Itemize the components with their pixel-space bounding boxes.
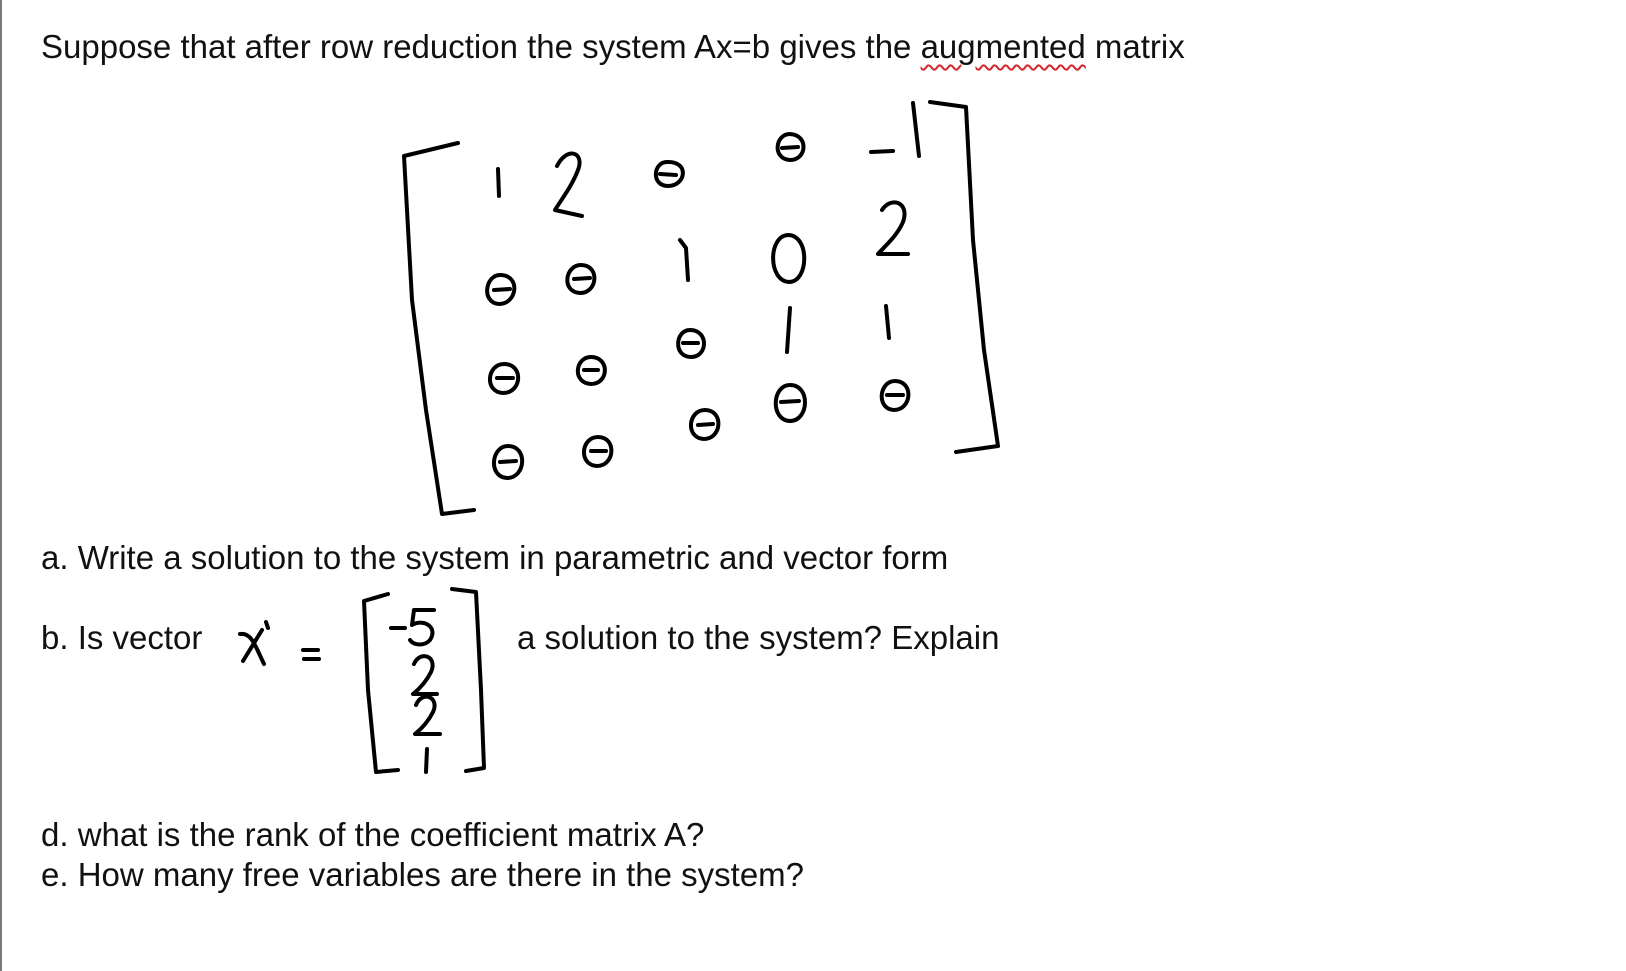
matrix-entry [879,379,911,412]
equals-sign [301,648,321,661]
matrix-entry [678,238,690,282]
question-e: e. How many free variables are there in … [41,856,805,893]
matrix-row-4 [492,379,911,480]
intro-sentence: Suppose that after row reduction the sys… [41,27,1185,67]
matrix-right-bracket [928,100,1000,454]
question-a: a. Write a solution to the system in par… [41,539,949,576]
vector-left-bracket [362,592,400,774]
matrix-row-3 [488,304,891,395]
matrix-entry [771,233,807,284]
matrix-entry [775,132,806,162]
matrix-entry [869,101,921,158]
question-b-suffix: a solution to the system? Explain [517,619,1000,656]
intro-text-after: matrix [1085,28,1185,65]
matrix-entry [575,355,607,386]
matrix-entry [496,167,501,198]
vector-right-bracket [450,587,486,773]
matrix-entry [653,159,685,188]
matrix-entry [565,263,597,295]
vector-entries [389,608,442,774]
matrix-entry [488,362,521,395]
matrix-entry [582,435,614,468]
matrix-entry [553,151,584,218]
matrix-row-2 [485,200,910,306]
misspelled-word: augmented [920,28,1086,65]
matrix-row-1 [496,101,921,218]
matrix-left-bracket [402,141,476,516]
intro-text-before: Suppose that after row reduction the sys… [41,28,921,65]
matrix-entry [773,383,807,423]
question-b-prefix: b. Is vector [41,619,203,656]
vector-name-x [238,620,270,666]
matrix-entry [492,444,525,480]
matrix-entry [689,408,721,441]
matrix-entry [676,328,706,359]
matrix-entry [785,306,792,354]
page-edge [0,0,2,971]
matrix-entry [876,200,910,256]
question-d: d. what is the rank of the coefficient m… [41,816,705,853]
matrix-entry [485,273,517,306]
matrix-entry [884,304,891,340]
